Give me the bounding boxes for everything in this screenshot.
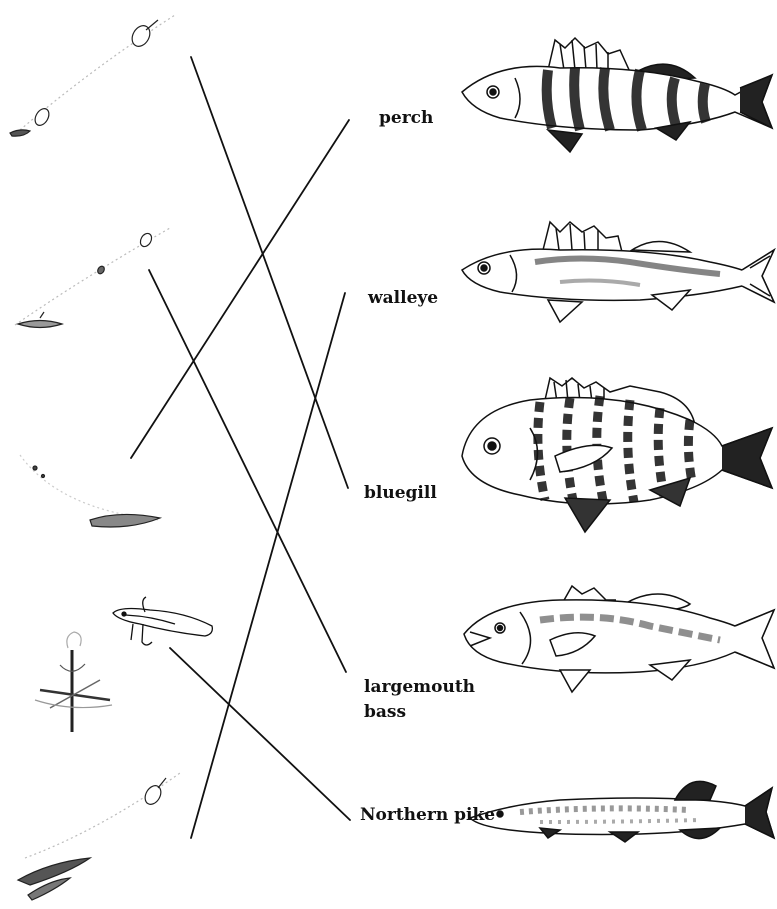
bait-rig-1 xyxy=(10,15,175,136)
bluegill-fish xyxy=(462,378,772,532)
matching-lines xyxy=(131,57,350,838)
match-line-5 xyxy=(170,648,350,820)
label-walleye: walleye xyxy=(368,287,438,309)
match-line-1 xyxy=(191,57,348,488)
largemouth-bass-fish xyxy=(464,586,774,692)
bait-rig-2 xyxy=(15,228,170,328)
match-line-2 xyxy=(131,120,349,458)
match-line-4 xyxy=(191,293,345,838)
perch-fish xyxy=(462,38,772,152)
label-bass: bass xyxy=(364,701,406,723)
bait-rig-6 xyxy=(18,773,180,900)
label-largemouth: largemouth xyxy=(364,676,475,698)
bait-rig-4-jig xyxy=(113,597,212,645)
label-perch: perch xyxy=(379,107,433,129)
northern-pike-fish xyxy=(470,781,774,842)
walleye-fish xyxy=(462,222,774,322)
match-line-3 xyxy=(149,270,346,672)
label-northern-pike: Northern pike xyxy=(360,804,495,826)
label-bluegill: bluegill xyxy=(364,482,437,504)
bait-rig-5-tipup xyxy=(35,632,112,732)
bait-rig-3 xyxy=(20,455,160,527)
